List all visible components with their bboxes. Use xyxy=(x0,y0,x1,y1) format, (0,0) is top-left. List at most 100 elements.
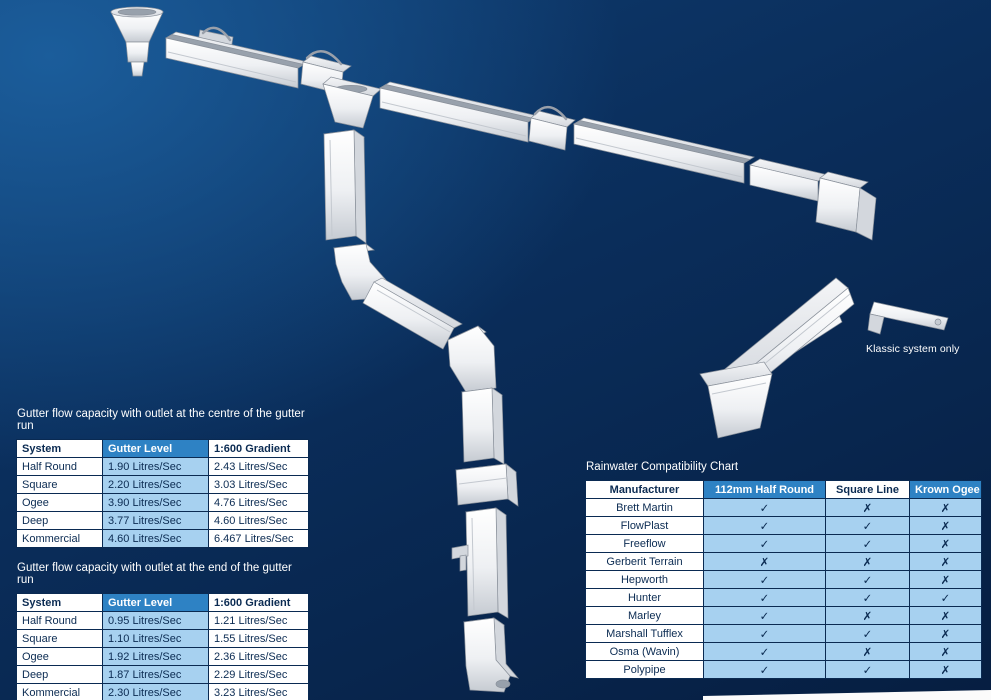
column-header: Gutter Level xyxy=(102,593,209,612)
system-name: Square xyxy=(16,475,103,494)
system-name: Square xyxy=(16,629,103,648)
compatibility-section: Rainwater Compatibility Chart Manufactur… xyxy=(585,461,982,679)
column-header: Krown Ogee xyxy=(909,480,982,499)
column-header: 112mm Half Round xyxy=(703,480,826,499)
check-mark: ✓ xyxy=(703,498,826,517)
cross-mark: ✗ xyxy=(909,606,982,625)
hopper-head xyxy=(699,361,773,439)
column-header: Square Line xyxy=(825,480,910,499)
system-name: Half Round xyxy=(16,611,103,630)
flow-value: 1.87 Litres/Sec xyxy=(102,665,209,684)
downpipe-section xyxy=(362,277,463,350)
column-header: System xyxy=(16,439,103,458)
cross-mark: ✗ xyxy=(825,606,910,625)
flow-capacity-section: Gutter flow capacity with outlet at the … xyxy=(16,408,309,700)
check-mark: ✓ xyxy=(825,516,910,535)
column-header: Gutter Level xyxy=(102,439,209,458)
table-row: Brett Martin✓✗✗ xyxy=(585,498,982,517)
cross-mark: ✗ xyxy=(825,552,910,571)
cross-mark: ✗ xyxy=(909,552,982,571)
table-row: Polypipe✓✓✗ xyxy=(585,660,982,679)
system-name: Ogee xyxy=(16,493,103,512)
hopper-outlet xyxy=(110,6,164,77)
flow-value: 3.77 Litres/Sec xyxy=(102,511,209,530)
flow-value: 4.60 Litres/Sec xyxy=(208,511,309,530)
compatibility-title: Rainwater Compatibility Chart xyxy=(586,461,739,473)
page-corner xyxy=(703,690,991,700)
table-row: Osma (Wavin)✓✗✗ xyxy=(585,642,982,661)
system-name: Kommercial xyxy=(16,683,103,700)
end-table-title: Gutter flow capacity with outlet at the … xyxy=(17,562,292,586)
cross-mark: ✗ xyxy=(909,534,982,553)
check-mark: ✓ xyxy=(825,570,910,589)
table-row: Hepworth✓✓✗ xyxy=(585,570,982,589)
check-mark: ✓ xyxy=(703,606,826,625)
manufacturer-name: Freeflow xyxy=(585,534,704,553)
cross-mark: ✗ xyxy=(909,498,982,517)
gutter-stop-end xyxy=(749,158,877,241)
check-mark: ✓ xyxy=(703,624,826,643)
cross-mark: ✗ xyxy=(909,516,982,535)
klassic-system-note: Klassic system only xyxy=(866,343,960,355)
column-header: System xyxy=(16,593,103,612)
flow-value: 1.21 Litres/Sec xyxy=(208,611,309,630)
system-name: Ogee xyxy=(16,647,103,666)
check-mark: ✓ xyxy=(703,642,826,661)
downpipe-section xyxy=(461,387,505,465)
flow-value: 3.03 Litres/Sec xyxy=(208,475,309,494)
flow-value: 0.95 Litres/Sec xyxy=(102,611,209,630)
cross-mark: ✗ xyxy=(909,642,982,661)
running-outlet xyxy=(322,76,382,129)
system-name: Deep xyxy=(16,511,103,530)
flow-value: 2.30 Litres/Sec xyxy=(102,683,209,700)
check-mark: ✓ xyxy=(825,534,910,553)
cross-mark: ✗ xyxy=(909,660,982,679)
flow-value: 2.20 Litres/Sec xyxy=(102,475,209,494)
flow-value: 4.76 Litres/Sec xyxy=(208,493,309,512)
system-name: Half Round xyxy=(16,457,103,476)
check-mark: ✓ xyxy=(703,570,826,589)
check-mark: ✓ xyxy=(825,588,910,607)
klassic-bracket xyxy=(867,301,949,335)
flow-value: 1.90 Litres/Sec xyxy=(102,457,209,476)
column-header: 1:600 Gradient xyxy=(208,439,309,458)
flow-value: 2.36 Litres/Sec xyxy=(208,647,309,666)
downpipe-section xyxy=(451,507,509,619)
cross-mark: ✗ xyxy=(703,552,826,571)
manufacturer-name: Gerberit Terrain xyxy=(585,552,704,571)
manufacturer-name: Hepworth xyxy=(585,570,704,589)
flow-value: 6.467 Litres/Sec xyxy=(208,529,309,548)
gutter-length xyxy=(573,117,755,184)
corner-assembly xyxy=(699,277,949,439)
check-mark: ✓ xyxy=(703,660,826,679)
flow-value: 2.43 Litres/Sec xyxy=(208,457,309,476)
manufacturer-name: Brett Martin xyxy=(585,498,704,517)
flow-value: 1.92 Litres/Sec xyxy=(102,647,209,666)
gutter-union xyxy=(528,105,576,151)
system-name: Deep xyxy=(16,665,103,684)
manufacturer-name: Hunter xyxy=(585,588,704,607)
check-mark: ✓ xyxy=(703,534,826,553)
check-mark: ✓ xyxy=(703,516,826,535)
check-mark: ✓ xyxy=(909,588,982,607)
cross-mark: ✗ xyxy=(825,642,910,661)
check-mark: ✓ xyxy=(703,588,826,607)
flow-value: 3.23 Litres/Sec xyxy=(208,683,309,700)
centre-table-title: Gutter flow capacity with outlet at the … xyxy=(17,408,305,432)
manufacturer-name: Marley xyxy=(585,606,704,625)
check-mark: ✓ xyxy=(825,624,910,643)
